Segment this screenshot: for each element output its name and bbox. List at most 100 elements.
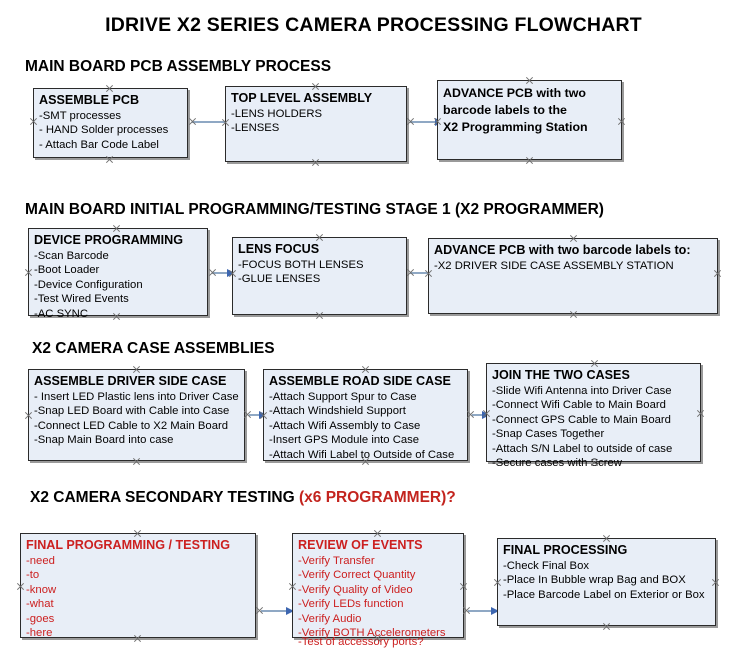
box-line: -Attach Support Spur to Case bbox=[269, 391, 417, 403]
box-line: -Insert GPS Module into Case bbox=[269, 434, 420, 447]
box-lens-focus[interactable]: LENS FOCUS -FOCUS BOTH LENSES -GLUE LENS… bbox=[232, 237, 407, 315]
resize-handle[interactable] bbox=[315, 233, 324, 242]
section-heading-4-text: X2 CAMERA SECONDARY TESTING bbox=[30, 489, 299, 506]
box-line: -Snap LED Board with Cable into Case bbox=[34, 405, 230, 418]
section-heading-3: X2 CAMERA CASE ASSEMBLIES bbox=[32, 340, 275, 357]
box-header: FINAL PROGRAMMING / TESTING bbox=[26, 538, 231, 552]
box-header: JOIN THE TWO CASES bbox=[492, 368, 630, 382]
box-line: -LENSES bbox=[231, 122, 280, 135]
section-heading-4-accent: (x6 PROGRAMMER)? bbox=[299, 489, 456, 506]
box-line: barcode labels to the bbox=[443, 103, 567, 117]
section-heading-2: MAIN BOARD INITIAL PROGRAMMING/TESTING S… bbox=[25, 201, 604, 218]
section-heading-1: MAIN BOARD PCB ASSEMBLY PROCESS bbox=[25, 58, 332, 75]
resize-handle[interactable] bbox=[569, 310, 578, 319]
box-final-processing[interactable]: FINAL PROCESSING -Check Final Box -Place… bbox=[497, 538, 716, 626]
section-heading-4: X2 CAMERA SECONDARY TESTING (x6 PROGRAMM… bbox=[30, 489, 456, 507]
box-line: -Attach Wifi Label to Outside of Case bbox=[269, 448, 455, 461]
connector-arrow bbox=[468, 606, 499, 615]
resize-handle[interactable] bbox=[311, 158, 320, 167]
resize-handle[interactable] bbox=[525, 76, 534, 85]
box-line: -Snap Main Board into case bbox=[34, 434, 174, 447]
box-line: -need bbox=[26, 555, 55, 567]
box-line: -Check Final Box bbox=[503, 560, 590, 572]
box-line: -X2 DRIVER SIDE CASE ASSEMBLY STATION bbox=[434, 260, 674, 272]
box-header: TOP LEVEL ASSEMBLY bbox=[231, 91, 373, 105]
resize-handle[interactable] bbox=[16, 582, 25, 591]
resize-handle[interactable] bbox=[569, 234, 578, 243]
box-line: -Connect LED Cable to X2 Main Board bbox=[34, 419, 229, 432]
box-line: -here bbox=[26, 627, 53, 640]
resize-handle[interactable] bbox=[105, 155, 114, 164]
box-advance-pcb-x2-programming[interactable]: ADVANCE PCB with two barcode labels to t… bbox=[437, 80, 622, 160]
box-line: -what bbox=[26, 598, 54, 611]
box-line: -Boot Loader bbox=[34, 264, 100, 277]
box-assemble-driver-side-case[interactable]: ASSEMBLE DRIVER SIDE CASE - Insert LED P… bbox=[28, 369, 245, 461]
box-line: -FOCUS BOTH LENSES bbox=[238, 259, 364, 271]
page-title: IDRIVE X2 SERIES CAMERA PROCESSING FLOWC… bbox=[105, 14, 642, 36]
box-line: -Verify Transfer bbox=[298, 555, 375, 567]
resize-handle[interactable] bbox=[590, 359, 599, 368]
box-line: -Slide Wifi Antenna into Driver Case bbox=[492, 385, 672, 397]
box-line: - Insert LED Plastic lens into Driver Ca… bbox=[34, 391, 239, 403]
box-line: - Attach Bar Code Label bbox=[39, 138, 159, 151]
connector-arrow bbox=[261, 606, 294, 615]
box-line: -GLUE LENSES bbox=[238, 273, 321, 286]
resize-handle[interactable] bbox=[132, 457, 141, 466]
box-advance-pcb-driver-side[interactable]: ADVANCE PCB with two barcode labels to: … bbox=[428, 238, 718, 314]
resize-handle[interactable] bbox=[373, 529, 382, 538]
box-join-the-two-cases[interactable]: JOIN THE TWO CASES -Slide Wifi Antenna i… bbox=[486, 363, 701, 469]
resize-handle[interactable] bbox=[361, 365, 370, 374]
box-line: -SMT processes bbox=[39, 110, 122, 122]
box-line: -LENS HOLDERS bbox=[231, 108, 323, 120]
box-line: -goes bbox=[26, 612, 55, 625]
resize-handle[interactable] bbox=[133, 529, 142, 538]
box-line: -Verify Quality of Video bbox=[298, 583, 413, 596]
box-assemble-pcb[interactable]: ASSEMBLE PCB -SMT processes - HAND Solde… bbox=[33, 88, 188, 158]
box-line: - HAND Solder processes bbox=[39, 124, 169, 137]
box-line: X2 Programming Station bbox=[443, 120, 588, 134]
connector-arrow bbox=[212, 268, 235, 277]
box-line: -Test Wired Events bbox=[34, 293, 129, 306]
resize-handle[interactable] bbox=[602, 534, 611, 543]
box-line: -know bbox=[26, 583, 57, 596]
resize-handle[interactable] bbox=[105, 84, 114, 93]
box-header: LENS FOCUS bbox=[238, 242, 320, 256]
box-line: -Verify LEDs function bbox=[298, 598, 404, 611]
box-line: -Verify Audio bbox=[298, 612, 362, 625]
box-overflow-line: -Test of accessory ports? bbox=[298, 636, 424, 648]
resize-handle[interactable] bbox=[112, 224, 121, 233]
resize-handle[interactable] bbox=[24, 411, 33, 420]
box-header: REVIEW OF EVENTS bbox=[298, 538, 423, 552]
box-line: -Secure cases with Screw bbox=[492, 457, 622, 470]
resize-handle[interactable] bbox=[525, 156, 534, 165]
box-header: ASSEMBLE PCB bbox=[39, 93, 140, 107]
box-line: -Attach Windshield Support bbox=[269, 405, 406, 418]
box-top-level-assembly[interactable]: TOP LEVEL ASSEMBLY -LENS HOLDERS -LENSES bbox=[225, 86, 407, 162]
box-line: -Place In Bubble wrap Bag and BOX bbox=[503, 574, 686, 587]
box-header: ADVANCE PCB with two barcode labels to: bbox=[434, 243, 691, 257]
box-final-programming-testing[interactable]: FINAL PROGRAMMING / TESTING -need -to -k… bbox=[20, 533, 256, 640]
resize-handle[interactable] bbox=[288, 582, 297, 591]
resize-handle[interactable] bbox=[493, 578, 502, 587]
box-line: -Verify BOTH Accelerometers bbox=[298, 627, 446, 640]
resize-handle[interactable] bbox=[132, 365, 141, 374]
resize-handle[interactable] bbox=[602, 622, 611, 631]
box-line: -Snap Cases Together bbox=[492, 428, 605, 441]
box-line: -Connect Wifi Cable to Main Board bbox=[492, 399, 666, 412]
resize-handle[interactable] bbox=[24, 268, 33, 277]
box-line: -Scan Barcode bbox=[34, 250, 109, 262]
box-header: ASSEMBLE ROAD SIDE CASE bbox=[269, 374, 451, 388]
box-assemble-road-side-case[interactable]: ASSEMBLE ROAD SIDE CASE -Attach Support … bbox=[263, 369, 468, 461]
box-device-programming[interactable]: DEVICE PROGRAMMING -Scan Barcode -Boot L… bbox=[28, 228, 208, 320]
box-line: -Attach Wifi Assembly to Case bbox=[269, 419, 421, 432]
box-line: -Device Configuration bbox=[34, 278, 143, 291]
box-line: -AC SYNC bbox=[34, 307, 88, 320]
resize-handle[interactable] bbox=[311, 82, 320, 91]
box-line: -Place Barcode Label on Exterior or Box bbox=[503, 588, 705, 601]
resize-handle[interactable] bbox=[29, 117, 38, 126]
box-review-of-events[interactable]: REVIEW OF EVENTS -Verify Transfer -Verif… bbox=[292, 533, 464, 648]
resize-handle[interactable] bbox=[315, 311, 324, 320]
box-header: DEVICE PROGRAMMING bbox=[34, 233, 184, 247]
box-line: -Connect GPS Cable to Main Board bbox=[492, 413, 671, 426]
